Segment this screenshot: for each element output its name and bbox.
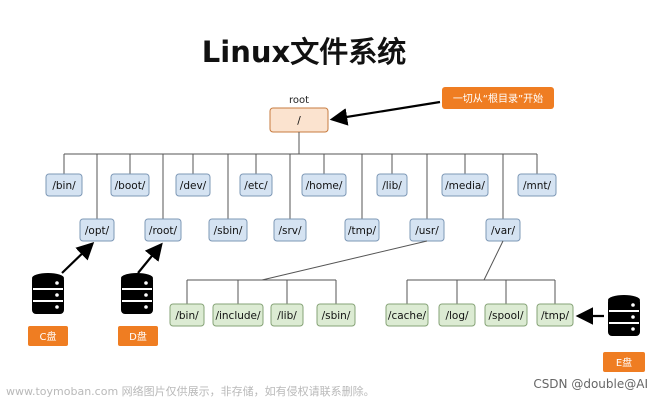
dir-etc-box: [239, 173, 273, 197]
dir-mnt-box: [517, 173, 557, 197]
dir-lib-box: [376, 173, 408, 197]
root-node-label: /: [297, 115, 301, 127]
usr-lib: /lib/: [277, 310, 297, 322]
top-row: /bin/ /boot/ /dev/ /etc/ /home/ /lib/ /m…: [45, 173, 557, 197]
dir-opt-box: [79, 218, 115, 242]
usr-include-box: [212, 303, 264, 327]
var-children: /cache/ /log/ /spool/ /tmp/: [385, 303, 574, 327]
var-cache-box: [385, 303, 429, 327]
dir-mnt: /mnt/: [523, 180, 552, 192]
usr-sbin: /sbin/: [322, 310, 351, 322]
dir-bin: /bin/: [52, 180, 76, 192]
dir-dev: /dev/: [180, 180, 207, 192]
disk-e-label: E盘: [616, 356, 632, 369]
dir-boot: /boot/: [115, 180, 146, 192]
page-title: Linux文件系统: [202, 35, 406, 69]
var-tmp-box: [536, 303, 574, 327]
dir-etc: /etc/: [244, 180, 268, 192]
disk-c-badge: [28, 326, 68, 346]
dir-sbin-box: [208, 218, 248, 242]
var-log-box: [438, 303, 476, 327]
usr-children: /bin/ /include/ /lib/ /sbin/: [169, 303, 356, 327]
usr-bin: /bin/: [175, 310, 199, 322]
dir-media: /media/: [445, 180, 485, 192]
callout-root-text: 一切从“根目录”开始: [453, 92, 543, 105]
database-icon: [32, 273, 64, 314]
disk-c-label: C盘: [40, 330, 57, 343]
dir-bin-box: [45, 173, 83, 197]
callout-arrow: [329, 100, 441, 126]
disk-e-badge: [603, 352, 645, 372]
top-row-connectors: [63, 154, 538, 219]
dir-srv: /srv/: [278, 225, 302, 237]
dir-home: /home/: [306, 180, 343, 192]
var-cache: /cache/: [388, 310, 427, 322]
usr-bin-box: [169, 303, 205, 327]
dir-tmp-box: [344, 218, 380, 242]
var-spool-box: [484, 303, 528, 327]
disk-d-arrow: [137, 242, 163, 274]
sub-connectors: [186, 240, 556, 304]
dir-opt: /opt/: [85, 225, 110, 237]
database-icon: [121, 273, 153, 314]
var-spool: /spool/: [489, 310, 524, 322]
disk-c-arrow: [61, 241, 95, 274]
var-tmp: /tmp/: [541, 310, 570, 322]
disk-d-label: D盘: [129, 330, 147, 343]
root-label: root: [289, 95, 309, 106]
dir-boot-box: [110, 173, 150, 197]
dir-lib: /lib/: [382, 180, 402, 192]
dir-usr: /usr/: [415, 225, 439, 237]
dir-root: /root/: [149, 225, 178, 237]
database-icon: [608, 295, 640, 336]
var-log: /log/: [445, 310, 469, 322]
dir-home-box: [301, 173, 347, 197]
second-row: /opt/ /root/ /sbin/ /srv/ /tmp/ /usr/ /v…: [79, 218, 521, 242]
dir-tmp: /tmp/: [348, 225, 377, 237]
dir-dev-box: [175, 173, 211, 197]
usr-sbin-box: [316, 303, 356, 327]
usr-include: /include/: [215, 310, 261, 322]
dir-media-box: [441, 173, 489, 197]
watermark-left: www.toymoban.com 网络图片仅供展示，非存储，如有侵权请联系删除。: [6, 384, 375, 398]
dir-srv-box: [273, 218, 307, 242]
watermark-right: CSDN @double@AI: [533, 377, 648, 391]
dir-sbin: /sbin/: [214, 225, 243, 237]
callout-root-box: [442, 87, 554, 109]
usr-lib-box: [270, 303, 304, 327]
dir-root-box: [144, 218, 182, 242]
dir-var: /var/: [491, 225, 516, 237]
disk-d-badge: [118, 326, 158, 346]
